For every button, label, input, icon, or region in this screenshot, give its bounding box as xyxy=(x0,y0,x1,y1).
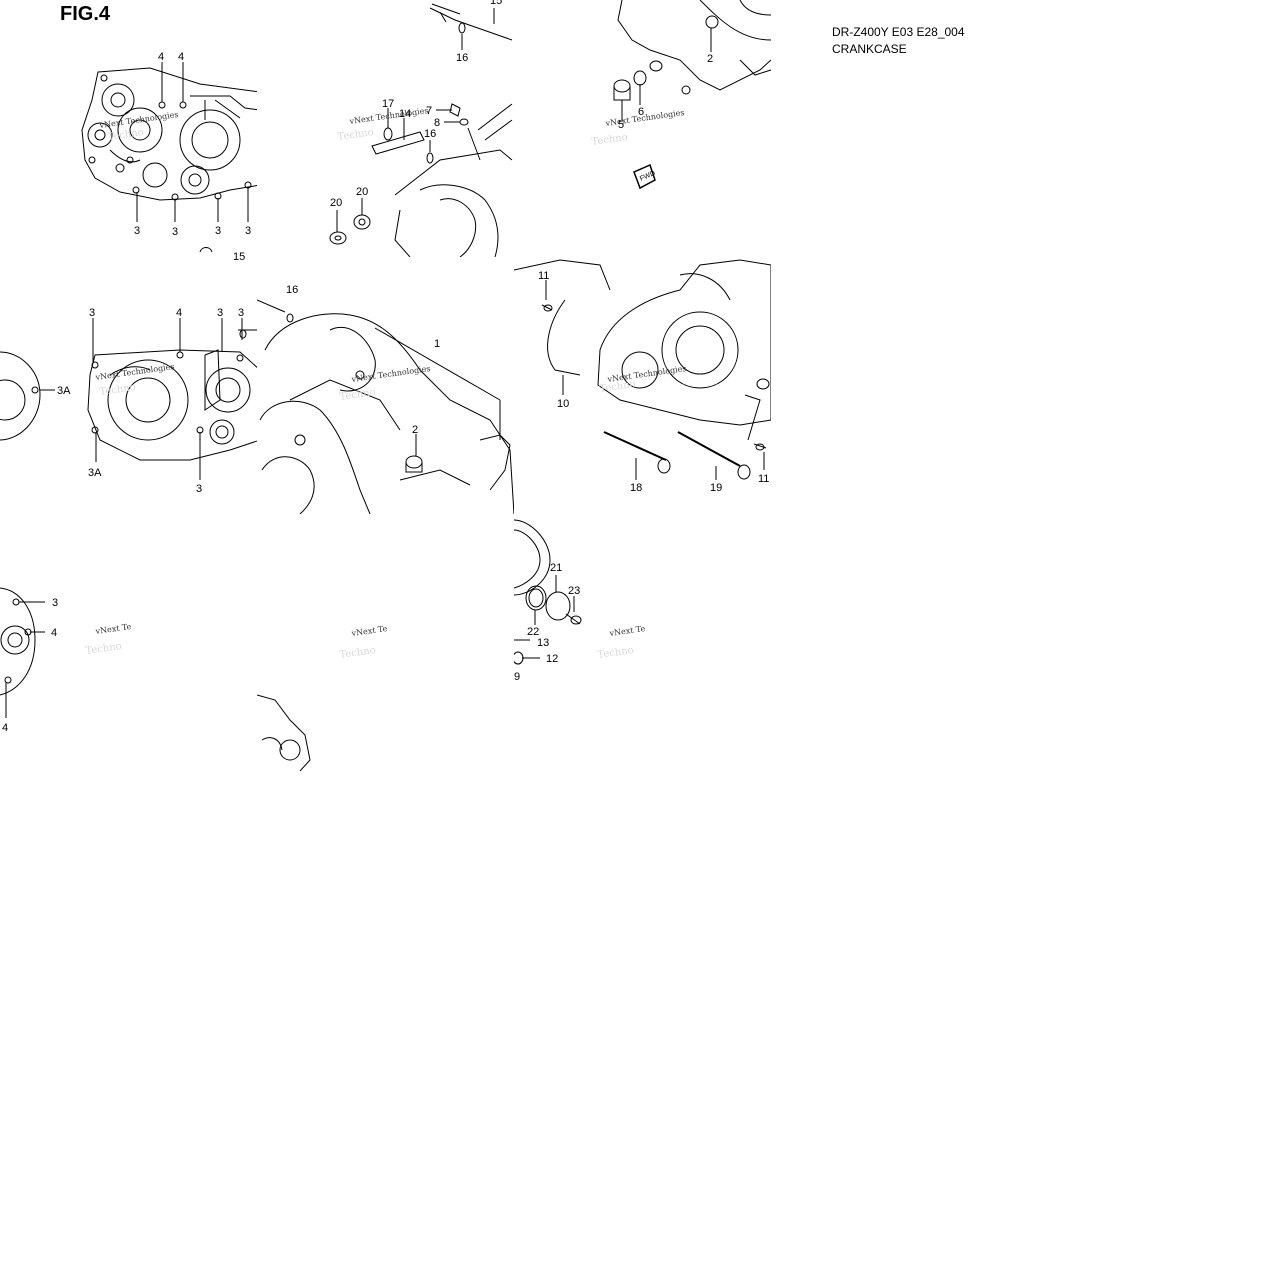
callout-label: 4 xyxy=(176,307,182,319)
callout-label: 17 xyxy=(382,98,394,110)
callout-label: 3A xyxy=(88,467,102,479)
tile-crankcase-body xyxy=(257,299,514,514)
watermark-ghost: Techno xyxy=(337,127,375,143)
callout-label: 3 xyxy=(172,226,178,238)
callout-label: 12 xyxy=(546,653,558,665)
callout-label: 3 xyxy=(196,483,202,495)
callout-label: 2 xyxy=(707,53,713,65)
model-code: DR-Z400Y E03 E28_004 xyxy=(832,25,965,39)
callout-label: 20 xyxy=(330,197,342,209)
callout-label: 3 xyxy=(217,307,223,319)
callout-label: 15 xyxy=(490,0,502,7)
callouts: 4 4 3 3 3 3 15 15 16 17 14 7 8 16 20 20 … xyxy=(2,0,769,734)
tile-cover-cap xyxy=(514,519,582,665)
callout-label: 6 xyxy=(638,106,644,118)
watermark: vNext Te xyxy=(94,622,132,636)
callout-label: 4 xyxy=(158,51,164,63)
callout-label: 7 xyxy=(426,105,432,117)
callout-label: 4 xyxy=(2,722,8,734)
callout-label: 22 xyxy=(527,626,539,638)
callout-label: 20 xyxy=(356,186,368,198)
watermark-ghost: Techno xyxy=(599,379,637,395)
watermark: vNext Te xyxy=(608,624,646,638)
callout-label: 16 xyxy=(424,128,436,140)
callout-label: 15 xyxy=(233,251,245,263)
watermark-ghost: Techno xyxy=(597,645,635,661)
watermark-ghost: Techno xyxy=(99,382,137,398)
callout-label: 21 xyxy=(550,562,562,574)
callout-label: 18 xyxy=(630,482,642,494)
tile-left-crankcase-outer xyxy=(0,318,257,480)
callout-label: 4 xyxy=(51,627,57,639)
callout-label: 11 xyxy=(758,473,769,485)
callout-label: 16 xyxy=(456,52,468,64)
watermark-ghost: Techno xyxy=(339,645,377,661)
watermark: vNext Technologies xyxy=(350,364,431,384)
watermark: vNext Te xyxy=(350,624,388,638)
callout-label: 3 xyxy=(89,307,95,319)
callout-label: 4 xyxy=(178,51,184,63)
watermark-ghost: Techno xyxy=(107,127,145,143)
callout-label: 19 xyxy=(710,482,722,494)
watermarks: Techno vNext Technologies Techno vNext T… xyxy=(85,106,687,661)
tile-left-fragment xyxy=(0,587,45,718)
watermark-ghost: Techno xyxy=(591,132,629,148)
callout-label: 3 xyxy=(238,307,244,319)
callout-label: 3 xyxy=(245,225,251,237)
callout-label: 3 xyxy=(134,225,140,237)
callout-label: 1 xyxy=(434,338,440,350)
tile-oil-pipe xyxy=(329,3,513,257)
callout-label: 8 xyxy=(434,117,440,129)
tile-right-crankcase-outer xyxy=(81,62,257,253)
callout-label: 2 xyxy=(412,424,418,436)
tile-drain-plug xyxy=(613,0,771,190)
callout-label: 13 xyxy=(537,637,549,649)
callout-label: 9 xyxy=(514,671,520,683)
callout-label: 5 xyxy=(618,119,624,131)
callout-label: 3A xyxy=(57,385,71,397)
callout-label: 23 xyxy=(568,585,580,597)
callout-label: 3 xyxy=(52,597,58,609)
watermark-ghost: Techno xyxy=(85,641,123,657)
callout-label: 10 xyxy=(557,398,569,410)
watermark: vNext Technologies xyxy=(606,364,687,384)
callout-label: 3 xyxy=(215,225,221,237)
watermark: vNext Technologies xyxy=(604,108,685,128)
callout-label: 11 xyxy=(538,270,549,282)
tile-bottom-fragment xyxy=(257,694,311,771)
callout-label: 16 xyxy=(286,284,298,296)
callout-label: 14 xyxy=(399,108,411,120)
watermark-ghost: Techno xyxy=(339,387,377,403)
watermark: vNext Technologies xyxy=(94,362,175,382)
figure-title: FIG.4 xyxy=(60,3,111,25)
section-name: CRANKCASE xyxy=(832,42,907,56)
tile-crankcase-side xyxy=(514,259,771,480)
